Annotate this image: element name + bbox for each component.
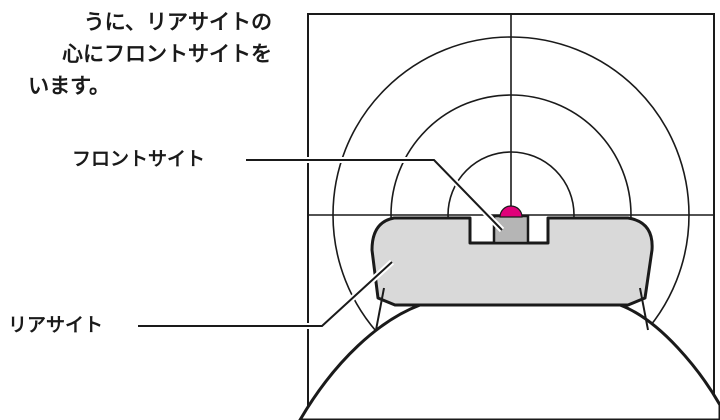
intro-line-1: うに、リアサイトの <box>83 10 272 34</box>
rear-sight-shape <box>370 216 654 307</box>
front-sight-label: フロントサイト <box>72 148 206 170</box>
intro-line-3: います。 <box>28 74 110 98</box>
rear-sight-leader-line <box>138 259 395 329</box>
intro-line-2: 心にフロントサイトを <box>62 42 272 66</box>
rear-sight-left-edge <box>375 287 385 331</box>
rear-sight-leader-line-stroke <box>138 261 393 327</box>
rear-sight-right-edge <box>639 287 649 331</box>
rear-sight-label: リアサイト <box>8 314 104 336</box>
front-sight-leader-line-stroke <box>246 159 503 231</box>
front-sight-bead <box>499 205 523 218</box>
intro-text: うに、リアサイトの 心にフロントサイトを います。 <box>0 4 300 124</box>
gun-slide <box>298 303 720 420</box>
